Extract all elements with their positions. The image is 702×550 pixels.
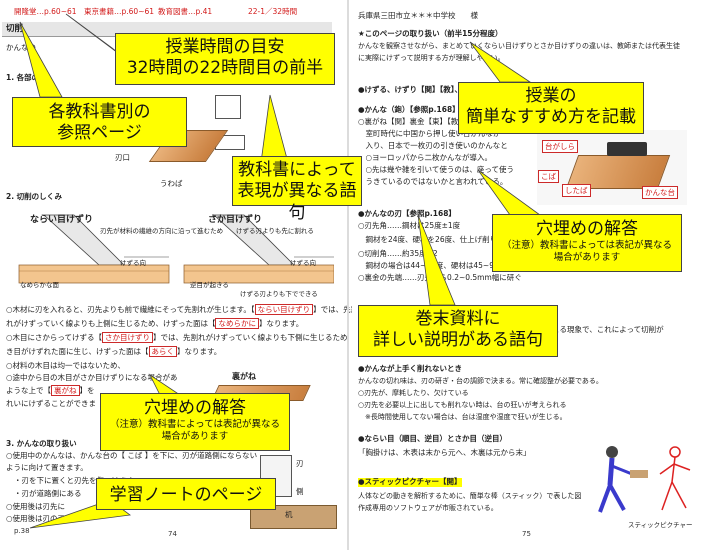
handling-line: ○使用後は刃先に [6, 502, 66, 511]
page-number-right: 75 [522, 530, 531, 538]
item-line: ○ヨーロッパから二枚かんなが導入。 [358, 153, 493, 162]
item-line: 室町時代に中国から押し使い台かんなが [358, 129, 501, 138]
label-daigashira: 台がしら [542, 140, 578, 153]
stick-title: ●スティックピクチャー【開】 [358, 477, 462, 487]
callout-answers-left: 穴埋めの解答 （注意）教科書によっては表記が異なる場合があります [100, 393, 290, 451]
handling-line: ○使用中のかんなは、かんな台の【 こば 】を下に、刃が道路側にならない [6, 451, 258, 460]
item-title: ●けずる、けずり【関】【教】、削る、 [358, 85, 485, 94]
stick-picture [598, 446, 691, 513]
blade-label: 刃 [296, 459, 304, 468]
rough-surface-label: 逆目が起きる [190, 281, 229, 289]
side-label: 側 [296, 487, 304, 496]
middle-line: こる現象で、これによって切削が [552, 325, 664, 334]
body-line: き目がけずれた面に生じ、けずった面は【あらく】なります。 [6, 346, 222, 357]
answer-blank: あらく [148, 346, 177, 357]
section1-heading: 1. 各部の [6, 73, 40, 82]
page-number-left: 74 [168, 530, 177, 538]
part-label-back: うわば [160, 179, 183, 188]
page-divider [347, 0, 349, 550]
desk-label: 机 [285, 510, 293, 519]
label-koba: こば [538, 170, 559, 183]
intro-line: かんなを観察させながら、まとめていくならい目けずりとさか目けずりの違いは、教師ま… [358, 42, 680, 50]
callout-reference-pages: 各教科書別の 参照ページ [12, 97, 187, 147]
callout-glossary-terms: 巻末資料に 詳しい説明がある語句 [358, 305, 558, 357]
trouble-line: かんなの切れ味は、刃の研ぎ・台の調節で決まる。常に確認整が必要である。 [358, 377, 603, 385]
label-kannadai: かんな台 [642, 186, 678, 199]
item-line: ○刃先角……鋼材は25度±1度 [358, 221, 461, 230]
answer-blank: ならい目けずり [254, 304, 314, 315]
lesson-hour: 22-1／32時間 [248, 7, 298, 16]
school-name: 兵庫県三田市立＊＊＊中学校 様 [358, 11, 478, 20]
item-line: ○切削角……約35度+2 [358, 249, 438, 258]
ref-kairyudo: 開隆堂…p.60~61 [14, 7, 77, 16]
body-line: ○木目にさからってけずる【さか目けずり】では、先割れがけずっていく線よりも下側に… [6, 332, 348, 343]
callout-term-differences: 教科書によって 表現が異なる語句 [232, 156, 362, 223]
ref-tokyo-shoseki: 東京書籍…p.60~61 [84, 7, 155, 16]
item-title: ●かんなの刃【参照p.168】 [358, 209, 456, 218]
trouble-title: ●かんなが上手く削れないとき [358, 364, 463, 373]
callout-lesson-hours: 授業時間の目安 32時間の22時間目の前半 [115, 33, 335, 85]
callout-answers-right: 穴埋めの解答 （注意）教科書によっては表記が異なる場合があります [492, 214, 682, 272]
item-title: ●かんな（鉋）【参照p.168】 [358, 105, 460, 114]
left-page: 開隆堂…p.60~61 東京書籍…p.60~61 教育図書…p.41 22-1／… [0, 0, 358, 550]
cut-direction-right: けずる向 [290, 259, 316, 267]
item-line: ○先は幾や雑を引いて使うのは、座って使う [358, 165, 514, 174]
body-line: ○途中から目の木目がさか目けずりになる場合があ [6, 373, 178, 382]
handling-line: ○使用後は刃の刃 [6, 514, 66, 523]
cut-note-right: けずる刃よりも先に割れる [236, 227, 314, 235]
label-shitaba: したば [562, 184, 591, 197]
handling-line: ・刃を下に置くと刃先を傷つけます [14, 476, 134, 485]
ref-page-number: p.38 [14, 527, 30, 535]
callout-teaching-method: 授業の 簡単なすすめ方を記載 [458, 82, 644, 134]
item-line: 鋼材を24度、硬材を26度、仕上げ削りは [358, 235, 505, 244]
item-line: 入り、日本で一枚刃の引き使いのかんなと [358, 141, 508, 150]
trouble-line: ○刃先が、摩耗したり、欠けている [358, 389, 469, 397]
body-line: れいにけずることができま [6, 399, 96, 408]
trouble-line: ○刃先を必要以上に出しても削れない時は、台の狂いが考えられる [358, 401, 567, 409]
answer-blank: さか目けずり [102, 332, 154, 343]
diagram-label-narai: ならい目けずり [30, 215, 94, 225]
cutting-diagram [18, 214, 334, 284]
page-title: 切削 [6, 24, 24, 34]
answer-blank: 裏がね [51, 385, 80, 396]
plane-blade [607, 142, 647, 156]
stick-caption: スティックピクチャー [628, 521, 693, 529]
intro-title: ★このページの取り扱い（前半15分程度） [358, 29, 503, 38]
body-line: ○木材に刃を入れると、刃先よりも前で繊維にそって先割れが生じます。【ならい目けず… [6, 304, 359, 315]
body-line: れがけずっていく線よりも上側に生じるため、けずった面は【なめらかに】なります。 [6, 318, 304, 329]
trouble-line: ※長時間使用してない場合は、台は湿度や湿度で狂いが生じる。 [358, 413, 567, 421]
part-label-blade: 刃口 [115, 153, 130, 162]
section3-heading: 3. かんなの取り扱い [6, 439, 77, 448]
cut-direction: けずる向 [120, 259, 146, 267]
grain-line: 「胸掛けは、木表は末から元へ、木裏は元から末」 [358, 448, 531, 457]
smooth-surface-label: なめらかな面 [20, 281, 59, 289]
item-line: うきているのではないかと言われている。 [358, 177, 508, 186]
grain-title: ●ならい目（順目、逆目）とさか目（逆目） [358, 434, 508, 443]
ref-kyoiku-tosho: 教育図書…p.41 [158, 7, 213, 16]
intro-line: に実際にけずって説明する方が理解しやすい。 [358, 54, 505, 62]
callout-notebook-page: 学習ノートのページ [96, 478, 276, 510]
front-note: けずる刃よりも下でできる [240, 290, 318, 298]
blank-box [215, 95, 241, 119]
item-line: ○裏がね【関】裏金【東】【教】 [358, 117, 466, 126]
section2-heading: 2. 切削のしくみ [6, 192, 62, 201]
body-line: ような上で【裏がね】を [6, 385, 95, 396]
handling-line: ように向けて置きます。 [6, 463, 88, 472]
body-line: ○材料の木目は均一ではないため、 [6, 361, 126, 370]
section1-sub: かんなの [6, 43, 36, 52]
cut-note-left: 刃先が材料の繊維の方向に沿って進むため [100, 227, 224, 235]
stick-line: 作成専用のソフトウェアが市販されている。 [358, 504, 498, 512]
answer-blank: なめらかに [215, 318, 259, 329]
stick-line: 人体などの動きを解析するために、簡単な棒（スティック）で表した図 [358, 492, 582, 500]
handling-line: ・刃が道路側にある [14, 489, 82, 498]
uragane-label: 裏がね [232, 372, 256, 381]
diagram-label-sakame: さか目けずり [208, 215, 263, 225]
